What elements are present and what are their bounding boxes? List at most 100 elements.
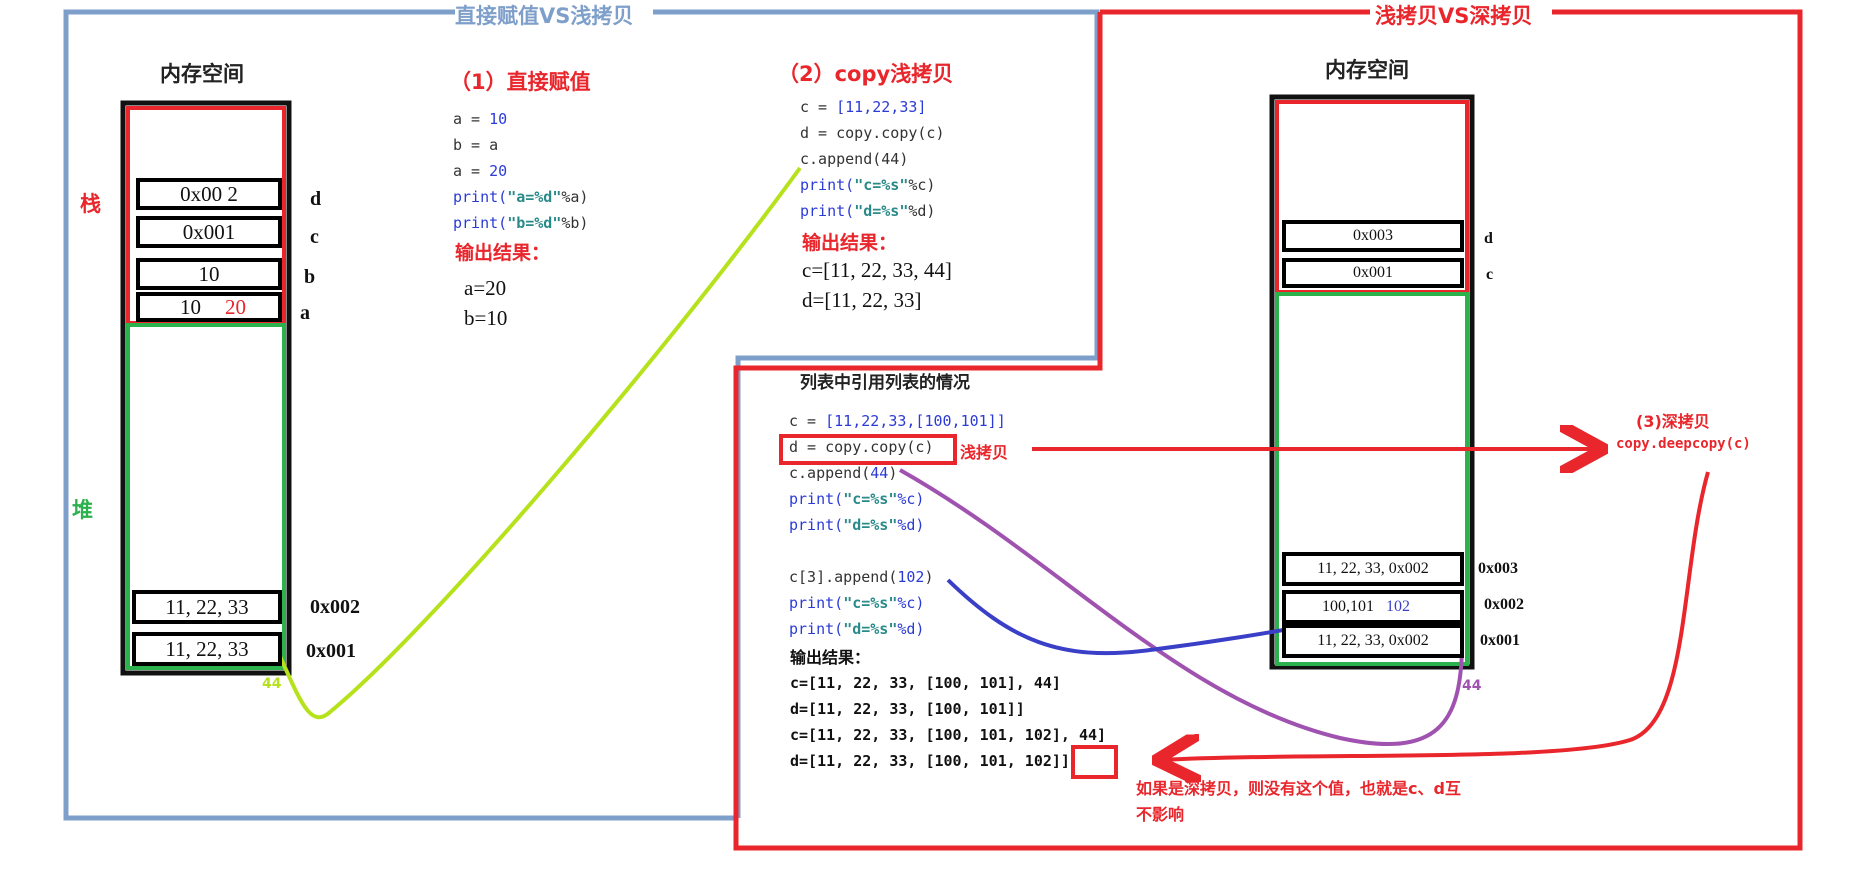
code-string: "d=%s" <box>843 516 898 534</box>
code-line: d = copy.copy(c) <box>789 438 934 456</box>
section1-code: a = 10 b = a a = 20 print("a=%d"%a) prin… <box>453 106 588 236</box>
highlight-102 <box>1071 745 1118 779</box>
left-memory-outer <box>120 100 292 676</box>
code-line: c = [11,22,33,[100,101]] <box>789 412 1006 430</box>
code-line: print("b=%d"%b) <box>453 214 589 232</box>
right-heap-cell-0x002-value: 100,101 <box>1322 598 1374 615</box>
code-string: "c=%s" <box>854 176 909 194</box>
blue-frame <box>63 9 738 821</box>
code-fn: print( <box>800 202 855 220</box>
code-number: 10 <box>489 110 508 128</box>
section2-output-title: 输出结果： <box>802 232 898 254</box>
stack-cell-d-label: d <box>310 188 322 210</box>
right-stack-cell-d-value: 0x003 <box>1353 227 1393 244</box>
stack-cell-b: 10 <box>136 258 282 290</box>
code-fn: print( <box>789 620 844 638</box>
deepcopy-note-arrow <box>1160 471 1710 760</box>
red-frame <box>733 9 1803 851</box>
section3-title: 列表中引用列表的情况 <box>800 373 970 393</box>
stack-cell-b-label: b <box>304 266 316 288</box>
code-line: a = 10 <box>453 110 508 128</box>
code-string: "a=%d" <box>507 188 562 206</box>
output-line: d=[11, 22, 33, [100, 101]] <box>790 700 1025 718</box>
section1-output-b: b=10 <box>464 306 508 330</box>
section2-output-d: d=[11, 22, 33] <box>802 288 922 312</box>
code-line: c.append(44) <box>789 464 898 482</box>
code-string: "c=%s" <box>843 594 898 612</box>
right-memory-title: 内存空间 <box>1325 58 1409 82</box>
stack-cell-c-value: 0x001 <box>182 219 236 244</box>
code-fn: %d) <box>897 620 925 638</box>
right-stack-cell-c-value: 0x001 <box>1353 264 1393 281</box>
code-fn: print( <box>453 214 508 232</box>
code-fn: print( <box>453 188 508 206</box>
code-line: d = copy.copy(c) <box>800 124 945 142</box>
right-stack-cell-c: 0x001 <box>1282 258 1464 288</box>
code-line: print("c=%s"%c) <box>789 590 1006 616</box>
code-number: 20 <box>489 162 508 180</box>
right-appended-note: 44 <box>1462 678 1482 694</box>
code-line: c[3].append(102) <box>789 568 934 586</box>
stack-cell-c-label: c <box>310 226 319 248</box>
stack-cell-b-value: 10 <box>198 261 220 286</box>
code-line: c.append(44) <box>800 150 909 168</box>
right-heap-cell-0x003-value: 11, 22, 33, 0x002 <box>1317 560 1429 577</box>
code-line: print("d=%s"%d) <box>789 616 1006 642</box>
left-appended-note: 44 <box>262 676 282 692</box>
deep-copy-note: 如果是深拷贝，则没有这个值，也就是c、d互不影响 <box>1136 779 1461 824</box>
stack-cell-a-label: a <box>300 302 310 324</box>
code-line: print("c=%s"%c) <box>789 486 1006 512</box>
code-number: 44 <box>870 464 889 482</box>
right-stack-cell-d-label: d <box>1484 230 1493 247</box>
code-string: "d=%s" <box>843 620 898 638</box>
frame-title-shallow-vs-deep: 浅拷贝VS深拷贝 <box>1375 4 1533 28</box>
lime-copy-arrow <box>276 166 802 720</box>
output-line: d=[11, 22, 33, [100, 101, 102]] <box>790 752 1070 770</box>
section2-output-c: c=[11, 22, 33, 44] <box>802 258 952 282</box>
output-line: c=[11, 22, 33, [100, 101], 44] <box>790 674 1061 692</box>
code-number: [11,22,33,[100,101]] <box>825 412 1006 430</box>
right-heap-region <box>1275 292 1469 666</box>
code-fn: %c) <box>897 490 925 508</box>
heap-cell-0x001-value: 11, 22, 33 <box>165 636 249 661</box>
shallow-copy-label: 浅拷贝 <box>960 443 1009 462</box>
frame-title-direct-vs-shallow: 直接赋值VS浅拷贝 <box>455 4 634 28</box>
code-string: "b=%d" <box>507 214 562 232</box>
code-line: a = 20 <box>453 162 508 180</box>
code-line: print("c=%s"%c) <box>800 176 936 194</box>
code-line <box>789 538 1006 564</box>
right-memory-outer <box>1269 94 1475 670</box>
code-fn: print( <box>789 594 844 612</box>
code-line: c = [11,22,33] <box>800 98 927 116</box>
right-heap-cell-0x003: 11, 22, 33, 0x002 <box>1282 552 1464 586</box>
section2-code: c = [11,22,33] d = copy.copy(c) c.append… <box>800 94 945 224</box>
right-heap-cell-0x002-extra: 102 <box>1386 598 1410 615</box>
heap-cell-0x002: 11, 22, 33 <box>132 590 282 624</box>
stack-cell-d-value: 0x00 2 <box>180 181 238 206</box>
left-memory-title: 内存空间 <box>160 62 244 86</box>
section2-title: （2）copy浅拷贝 <box>778 62 954 86</box>
right-heap-cell-0x002: 100,101 102 <box>1282 590 1464 624</box>
heap-cell-0x002-value: 11, 22, 33 <box>165 594 249 619</box>
right-heap-cell-0x001-value: 11, 22, 33, 0x002 <box>1317 632 1429 649</box>
section1-output-title: 输出结果： <box>455 242 551 264</box>
heap-cell-0x001: 11, 22, 33 <box>132 632 282 666</box>
stack-cell-a-new-value: 20 <box>225 294 246 319</box>
stack-label: 栈 <box>80 192 101 216</box>
code-number: [11,22,33] <box>836 98 927 116</box>
purple-append-arrow <box>899 468 1464 747</box>
right-heap-cell-0x001-label: 0x001 <box>1480 632 1520 649</box>
code-line: print("a=%d"%a) <box>453 188 589 206</box>
code-fn: %c) <box>897 594 925 612</box>
code-line: print("d=%s"%d) <box>800 202 936 220</box>
right-heap-cell-0x001: 11, 22, 33, 0x002 <box>1282 624 1464 658</box>
heap-cell-0x001-label: 0x001 <box>306 640 356 662</box>
code-string: "c=%s" <box>843 490 898 508</box>
section3-outputs: c=[11, 22, 33, [100, 101], 44] d=[11, 22… <box>790 670 1106 774</box>
code-string: "d=%s" <box>854 202 909 220</box>
code-fn: print( <box>789 516 844 534</box>
section3-code: c = [11,22,33,[100,101]] d = copy.copy(c… <box>789 408 1006 642</box>
stack-cell-a-old-value: 10 <box>180 294 201 319</box>
section3-output-title: 输出结果： <box>790 648 871 667</box>
section1-title: （1）直接赋值 <box>450 70 591 94</box>
